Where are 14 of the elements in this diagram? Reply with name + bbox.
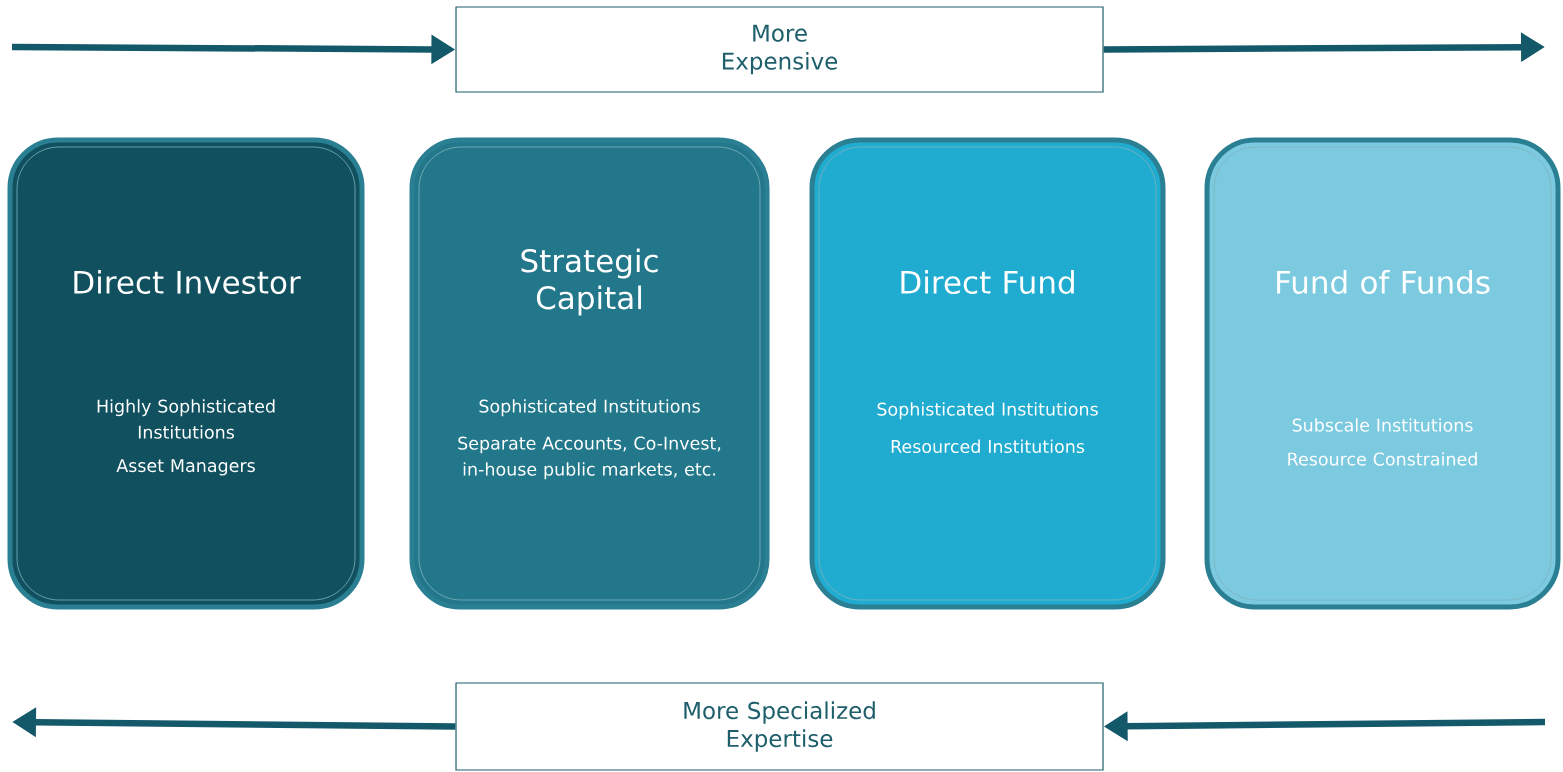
card-text: Sophisticated Institutions (877, 402, 1098, 420)
card-text: Highly Sophisticated Institutions (97, 399, 275, 439)
card-text: Resourced Institutions (891, 439, 1085, 454)
card-text: Asset Managers (116, 459, 255, 476)
label-box: More Expensive (455, 6, 1104, 93)
card-title: Fund of Funds (1277, 270, 1490, 294)
card-title: Strategic Capital (521, 248, 658, 316)
card-text: Separate Accounts, Co-Invest, in-house public markets, etc. (458, 436, 721, 480)
label-box: More Specialized Expertise (455, 682, 1104, 771)
card-title: Direct Investor (74, 270, 301, 294)
card-text: Resource Constrained (1288, 452, 1477, 466)
card-text: Subscale Institutions (1292, 418, 1473, 432)
card-title: Direct Fund (901, 270, 1074, 294)
card-text: Sophisticated Institutions (479, 399, 700, 417)
